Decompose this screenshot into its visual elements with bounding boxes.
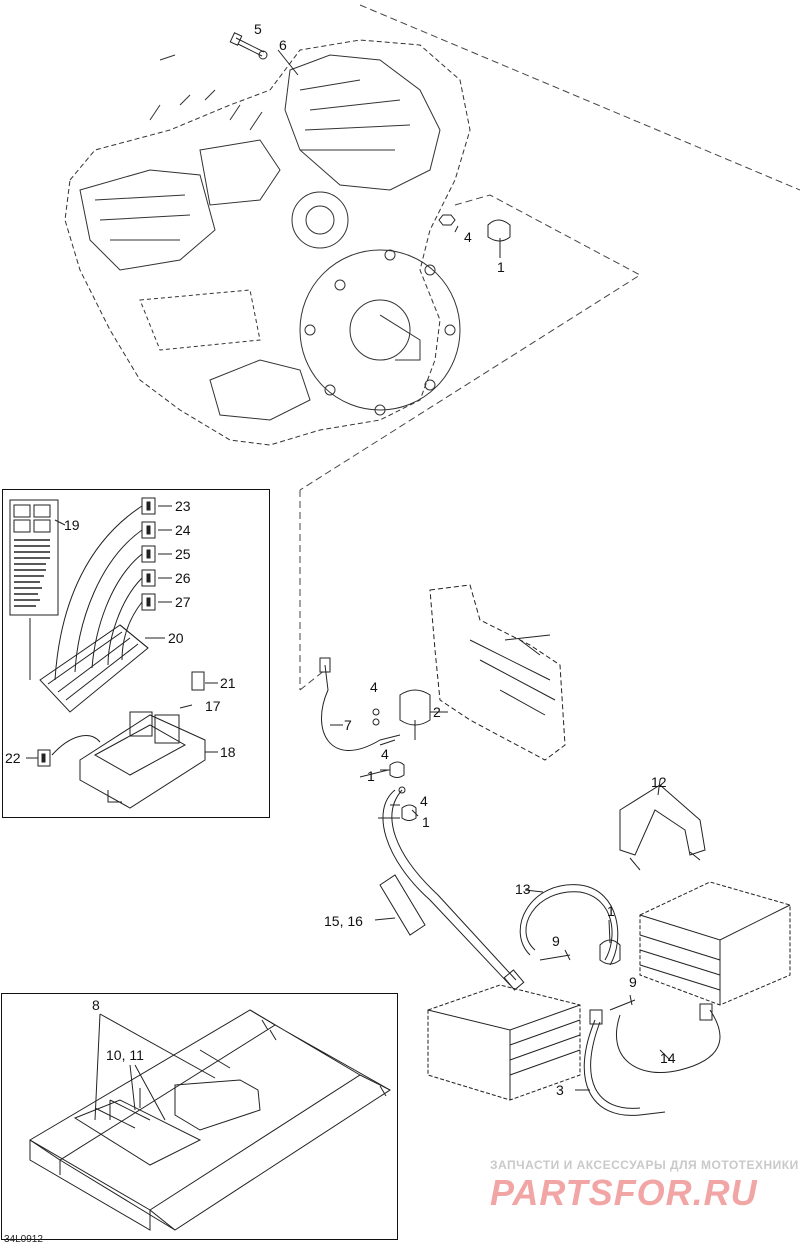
bracket-illustration bbox=[429, 584, 566, 761]
callout-13: 13 bbox=[515, 881, 531, 897]
callout-5: 5 bbox=[254, 21, 262, 37]
callout-24: 24 bbox=[175, 522, 191, 538]
callout-17: 17 bbox=[205, 698, 221, 714]
callout-9: 9 bbox=[552, 933, 560, 949]
cable-7 bbox=[319, 657, 401, 751]
strap-12 bbox=[619, 779, 706, 871]
watermark-tagline: ЗАПЧАСТИ И АКСЕССУАРЫ ДЛЯ МОТОТЕХНИКИ bbox=[490, 1158, 799, 1172]
battery-upper bbox=[639, 881, 791, 1006]
callout-1: 1 bbox=[422, 814, 430, 830]
callout-2: 2 bbox=[433, 704, 441, 720]
callout-7: 7 bbox=[344, 717, 352, 733]
callout-14: 14 bbox=[660, 1050, 676, 1066]
washer-6 bbox=[258, 50, 268, 60]
callout-labels: 5 6 4 1 19 23 24 25 26 27 20 21 17 22 18… bbox=[5, 21, 676, 1098]
callout-21: 21 bbox=[220, 675, 236, 691]
nut-4 bbox=[438, 214, 456, 226]
callout-23: 23 bbox=[175, 498, 191, 514]
callout-27: 27 bbox=[175, 594, 191, 610]
callout-26: 26 bbox=[175, 570, 191, 586]
callout-18: 18 bbox=[220, 744, 236, 760]
callout-4: 4 bbox=[370, 679, 378, 695]
callout-20: 20 bbox=[168, 630, 184, 646]
diagram-code: 34L0912 bbox=[4, 1234, 43, 1245]
terminal-cap-1-lower bbox=[599, 939, 621, 965]
callout-12: 12 bbox=[651, 774, 667, 790]
callout-3: 3 bbox=[556, 1082, 564, 1098]
callout-19: 19 bbox=[64, 517, 80, 533]
watermark-logo: PARTSFOR.RU bbox=[490, 1172, 758, 1213]
fuse-box-inset-frame bbox=[2, 489, 270, 818]
cable-14 bbox=[615, 1003, 721, 1074]
boot-15-16 bbox=[374, 874, 426, 936]
callout-4: 4 bbox=[420, 793, 428, 809]
cable-13 bbox=[519, 884, 619, 966]
battery-lower bbox=[427, 984, 581, 1101]
callout-8: 8 bbox=[92, 997, 100, 1013]
callout-4: 4 bbox=[464, 229, 472, 245]
frame-illustration bbox=[29, 1009, 392, 1231]
fuse-box-illustration bbox=[9, 497, 218, 809]
bolt-5 bbox=[229, 32, 265, 57]
callout-15-16: 15, 16 bbox=[324, 913, 363, 929]
callout-1: 1 bbox=[607, 903, 615, 919]
solenoid-2 bbox=[399, 689, 448, 740]
callout-1: 1 bbox=[367, 768, 375, 784]
callout-9: 9 bbox=[629, 974, 637, 990]
callout-1: 1 bbox=[497, 259, 505, 275]
terminal-cap-1 bbox=[487, 219, 511, 242]
cable-3 bbox=[575, 1009, 666, 1116]
engine-illustration bbox=[64, 39, 471, 446]
cable-15-16 bbox=[382, 789, 525, 991]
callout-10-11: 10, 11 bbox=[106, 1047, 144, 1063]
callout-4: 4 bbox=[381, 746, 389, 762]
frame-inset-frame bbox=[1, 993, 398, 1240]
callout-25: 25 bbox=[175, 546, 191, 562]
callout-22: 22 bbox=[5, 750, 21, 766]
callout-6: 6 bbox=[279, 37, 287, 53]
